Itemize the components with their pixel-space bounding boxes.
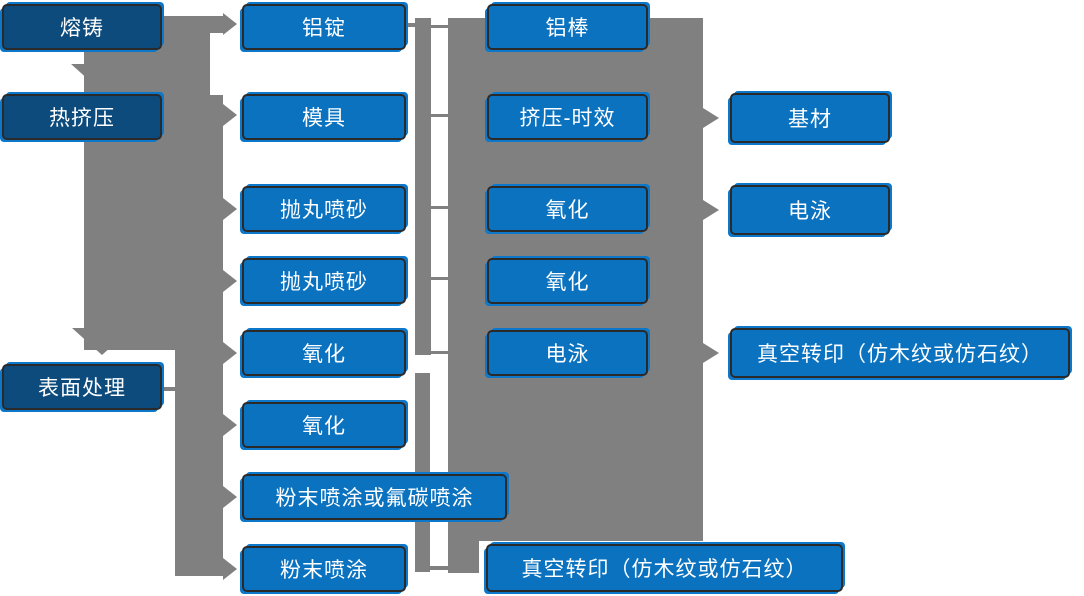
connector-stub-row4 [431, 277, 448, 280]
node-extrusion-aging: 挤压-时效 [487, 94, 648, 140]
right-arrowhead-icon [223, 486, 237, 508]
node-casting: 熔铸 [2, 4, 162, 50]
node-hot-extrusion: 热挤压 [2, 94, 162, 140]
connector-trunk-lower [175, 350, 223, 576]
node-aluminum-ingot: 铝锭 [242, 4, 406, 50]
node-anodizing-4: 氧化 [487, 258, 648, 304]
connector-stub-row3 [431, 206, 448, 209]
down-arrowhead-icon [72, 328, 132, 355]
node-shot-blasting-1: 抛丸喷砂 [242, 186, 406, 232]
right-arrowhead-icon [223, 104, 237, 126]
connector-stub-row2 [431, 114, 448, 117]
node-electrophoresis-2: 电泳 [730, 185, 890, 235]
right-arrowhead-icon [223, 198, 237, 220]
connector-bar-lower [415, 373, 430, 572]
node-mold: 模具 [242, 94, 406, 140]
node-surface-treatment: 表面处理 [2, 364, 162, 410]
node-powder-or-fluorocarbon-coating: 粉末喷涂或氟碳喷涂 [242, 474, 507, 520]
connector-stub-left-row1 [406, 23, 415, 27]
connector-stub-row1 [431, 25, 448, 28]
right-arrowhead-icon [223, 342, 237, 364]
connector-stub-bottom [430, 566, 448, 570]
right-arrowhead-icon [223, 558, 237, 580]
node-anodizing-3: 氧化 [487, 186, 648, 232]
node-powder-coating: 粉末喷涂 [242, 546, 406, 592]
node-vacuum-transfer-print-right: 真空转印（仿木纹或仿石纹） [730, 328, 1070, 378]
right-arrowhead-icon [703, 343, 719, 363]
node-shot-blasting-2: 抛丸喷砂 [242, 258, 406, 304]
right-arrowhead-icon [223, 414, 237, 436]
right-arrowhead-icon [703, 200, 719, 220]
connector-surface-stub [162, 387, 177, 391]
right-arrowhead-icon [703, 108, 719, 128]
connector-block-extension [448, 541, 479, 573]
node-vacuum-transfer-print-bottom: 真空转印（仿木纹或仿石纹） [486, 544, 843, 592]
right-arrowhead-icon [223, 270, 237, 292]
node-anodizing-2: 氧化 [242, 402, 406, 448]
connector-stub-row5 [431, 351, 448, 354]
node-electrophoresis-1: 电泳 [487, 330, 648, 376]
node-anodizing-1: 氧化 [242, 330, 406, 376]
connector-band-row1 [162, 16, 223, 33]
connector-bar-upper [415, 18, 431, 355]
right-arrowhead-icon [223, 13, 237, 35]
node-aluminum-rod: 铝棒 [487, 4, 648, 50]
node-base-material: 基材 [730, 93, 890, 143]
down-arrowhead-icon [71, 64, 131, 91]
